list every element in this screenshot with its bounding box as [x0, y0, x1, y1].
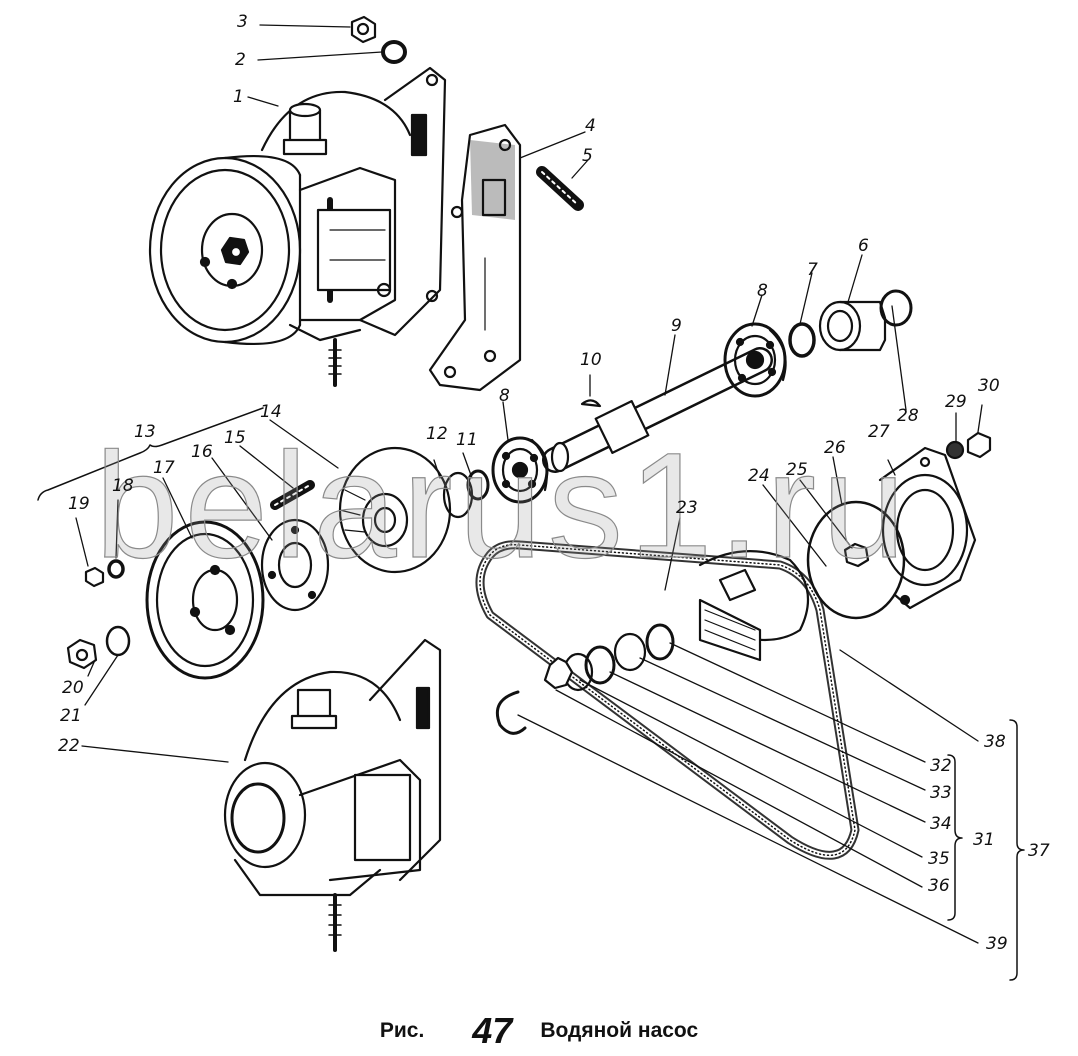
callout-34: 34	[930, 814, 952, 834]
caption-prefix: Рис.	[379, 1019, 425, 1042]
seal-ring-32	[645, 623, 675, 661]
seal-cup-33	[613, 632, 647, 672]
leader-lines	[75, 24, 983, 944]
callout-18: 18	[112, 476, 134, 496]
gasket-26	[806, 500, 906, 620]
callout-21: 21	[60, 706, 82, 726]
washer-18	[107, 559, 125, 579]
nut-3	[350, 15, 377, 44]
nut-30	[966, 431, 992, 459]
callout-32: 32	[930, 756, 952, 776]
callout-25: 25	[786, 460, 808, 480]
callout-8-upper: 8	[757, 281, 768, 301]
figure-caption: Рис. 47 Водяной насос	[0, 1010, 1078, 1052]
stud-5	[536, 166, 584, 211]
seal-34	[584, 645, 616, 685]
brace-37	[1009, 719, 1025, 981]
callout-20: 20	[62, 678, 84, 698]
washer-29	[945, 440, 965, 460]
belt-23	[475, 540, 860, 860]
callout-38: 38	[984, 732, 1006, 752]
callout-27: 27	[868, 422, 890, 442]
callout-37: 37	[1028, 841, 1050, 861]
impeller-24	[698, 550, 810, 662]
pulley-17	[145, 520, 265, 680]
plate-16	[260, 518, 330, 612]
lock-washer-21	[105, 625, 131, 657]
bearing-8-lower	[491, 436, 549, 504]
callout-39: 39	[986, 934, 1008, 954]
pump-assembly-lower	[223, 638, 442, 952]
callout-12: 12	[426, 424, 448, 444]
nut-25	[843, 542, 870, 568]
washer-2	[381, 40, 407, 64]
key-10	[580, 399, 602, 408]
callout-1: 1	[233, 87, 244, 107]
callout-13: 13	[134, 422, 156, 442]
callout-2: 2	[235, 50, 246, 70]
callout-28: 28	[897, 406, 919, 426]
cover-27	[878, 446, 977, 610]
seal-ring-28	[879, 289, 913, 327]
bracket-4	[428, 123, 522, 392]
nut-19	[84, 566, 105, 588]
callout-23: 23	[676, 498, 698, 518]
hub-12	[442, 471, 474, 519]
callout-15: 15	[224, 428, 246, 448]
bearing-8-upper	[723, 322, 787, 398]
pump-assembly-upper	[148, 66, 447, 387]
callout-16: 16	[191, 442, 213, 462]
callout-24: 24	[748, 466, 770, 486]
callout-31: 31	[973, 830, 995, 850]
callout-19: 19	[68, 494, 90, 514]
callout-6: 6	[858, 236, 869, 256]
callout-17: 17	[153, 458, 175, 478]
callout-5: 5	[582, 146, 593, 166]
shaft-9	[542, 347, 773, 473]
callout-10: 10	[580, 350, 602, 370]
stud-15	[270, 480, 315, 510]
ring-11	[466, 469, 490, 501]
figure-title: Водяной насос	[540, 1019, 699, 1042]
callout-29: 29	[945, 392, 967, 412]
nut-20	[66, 638, 98, 670]
callout-4: 4	[585, 116, 596, 136]
ring-7	[788, 322, 816, 358]
spring-washer-36	[543, 656, 574, 690]
snap-ring-39	[495, 690, 527, 735]
callout-36: 36	[928, 876, 950, 896]
callout-26: 26	[824, 438, 846, 458]
callout-11: 11	[456, 430, 478, 450]
figure-number: 47	[472, 1010, 513, 1051]
callout-33: 33	[930, 783, 952, 803]
bushing-6	[818, 300, 887, 352]
callout-9: 9	[671, 316, 682, 336]
brace-31	[947, 754, 963, 921]
callout-7: 7	[807, 260, 818, 280]
hub-flange-14	[338, 446, 452, 574]
brace-13	[37, 407, 264, 501]
callout-22: 22	[58, 736, 80, 756]
callout-8-lower: 8	[499, 386, 510, 406]
callout-3: 3	[237, 12, 248, 32]
callout-35: 35	[928, 849, 950, 869]
watermark: belarus1.ru	[94, 421, 912, 589]
callout-30: 30	[978, 376, 1000, 396]
callout-14: 14	[260, 402, 282, 422]
